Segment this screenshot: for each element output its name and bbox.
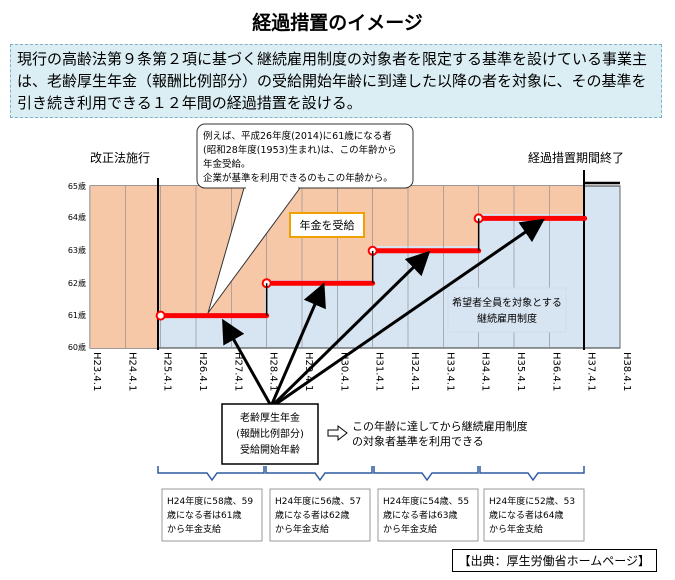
note-arrow-icon xyxy=(327,424,348,442)
age-box-line: 受給開始年齢 xyxy=(240,443,300,456)
pension-label: 年金を受給 xyxy=(300,218,355,232)
y-tick: 65歳 xyxy=(68,181,86,191)
x-tick: H36.4.1 xyxy=(550,352,561,391)
callout-line: 年金受給。 xyxy=(203,158,251,170)
x-tick: H26.4.1 xyxy=(197,352,208,391)
callout-line: 企業が基準を利用できるのもこの年齢から。 xyxy=(203,172,393,184)
bottom-box-line: から年金支給 xyxy=(489,523,543,535)
x-tick: H24.4.1 xyxy=(126,352,137,391)
x-tick: H37.4.1 xyxy=(586,352,597,391)
age-box-line: 老齢厚生年金 xyxy=(240,411,300,424)
x-tick: H38.4.1 xyxy=(621,352,632,391)
step-point xyxy=(155,310,166,321)
bottom-box-line: から年金支給 xyxy=(275,523,329,535)
employment-label: 希望者全員を対象とする xyxy=(452,296,562,309)
bottom-box xyxy=(483,488,585,542)
x-tick: H27.4.1 xyxy=(232,352,243,391)
x-tick: H30.4.1 xyxy=(338,352,349,391)
source-footer: 【出典：厚生労働省ホームページ】 xyxy=(451,549,657,572)
x-tick: H23.4.1 xyxy=(91,352,102,391)
pension-area xyxy=(90,186,584,348)
bottom-box-line: 歳になる者は62歳 xyxy=(275,509,349,521)
employment-label: 継続雇用制度 xyxy=(477,312,537,325)
age-box xyxy=(221,403,319,465)
bottom-box-line: 歳になる者は64歳 xyxy=(489,509,563,521)
arrow-note: の対象者基準を利用できる xyxy=(352,434,484,448)
x-tick: H34.4.1 xyxy=(480,352,491,391)
braces xyxy=(157,466,585,482)
bottom-box-line: H24年度に58歳、59 xyxy=(167,495,253,507)
callout-box xyxy=(196,123,414,189)
y-tick: 61歳 xyxy=(68,310,86,320)
y-tick: 63歳 xyxy=(68,245,86,255)
callout-line: (昭和28年度(1953)生まれ)は、この年齢から xyxy=(203,144,397,156)
arrow-note: この年齢に達してから継続雇用制度 xyxy=(352,419,528,433)
age-arrows xyxy=(222,218,545,406)
y-tick: 60歳 xyxy=(68,342,86,352)
bottom-box-line: H24年度に52歳、53 xyxy=(489,495,575,507)
page-title: 経過措置のイメージ xyxy=(252,12,423,34)
age-box-line: (報酬比例部分) xyxy=(236,427,304,440)
x-tick: H32.4.1 xyxy=(409,352,420,391)
intro-text: 現行の高齢法第９条第２項に基づく継続雇用制度の対象者を限定する基準を設けている事… xyxy=(10,44,662,118)
bottom-box xyxy=(377,488,479,542)
bottom-box-line: H24年度に54歳、55 xyxy=(383,495,469,507)
bottom-box xyxy=(161,488,263,542)
bottom-box-line: から年金支給 xyxy=(383,523,437,535)
y-tick: 62歳 xyxy=(68,278,86,288)
employment-label-box xyxy=(447,287,567,333)
x-tick: H31.4.1 xyxy=(374,352,385,391)
reform-label: 改正法施行 xyxy=(90,151,150,165)
bottom-box-line: H24年度に56歳、57 xyxy=(275,495,361,507)
callout-line: 例えば、平成26年度(2014)に61歳になる者 xyxy=(203,130,392,142)
x-tick: H28.4.1 xyxy=(268,352,279,391)
x-tick: H35.4.1 xyxy=(515,352,526,391)
bottom-box-line: から年金支給 xyxy=(167,523,221,535)
end-label: 経過措置期間終了 xyxy=(528,150,624,165)
bottom-box-line: 歳になる者は61歳 xyxy=(167,509,241,521)
bottom-box-line: 歳になる者は63歳 xyxy=(383,509,457,521)
x-tick: H33.4.1 xyxy=(444,352,455,391)
pension-label-box xyxy=(289,212,365,238)
y-tick: 64歳 xyxy=(68,212,86,222)
x-tick: H25.4.1 xyxy=(162,352,173,391)
bottom-box xyxy=(269,488,371,542)
